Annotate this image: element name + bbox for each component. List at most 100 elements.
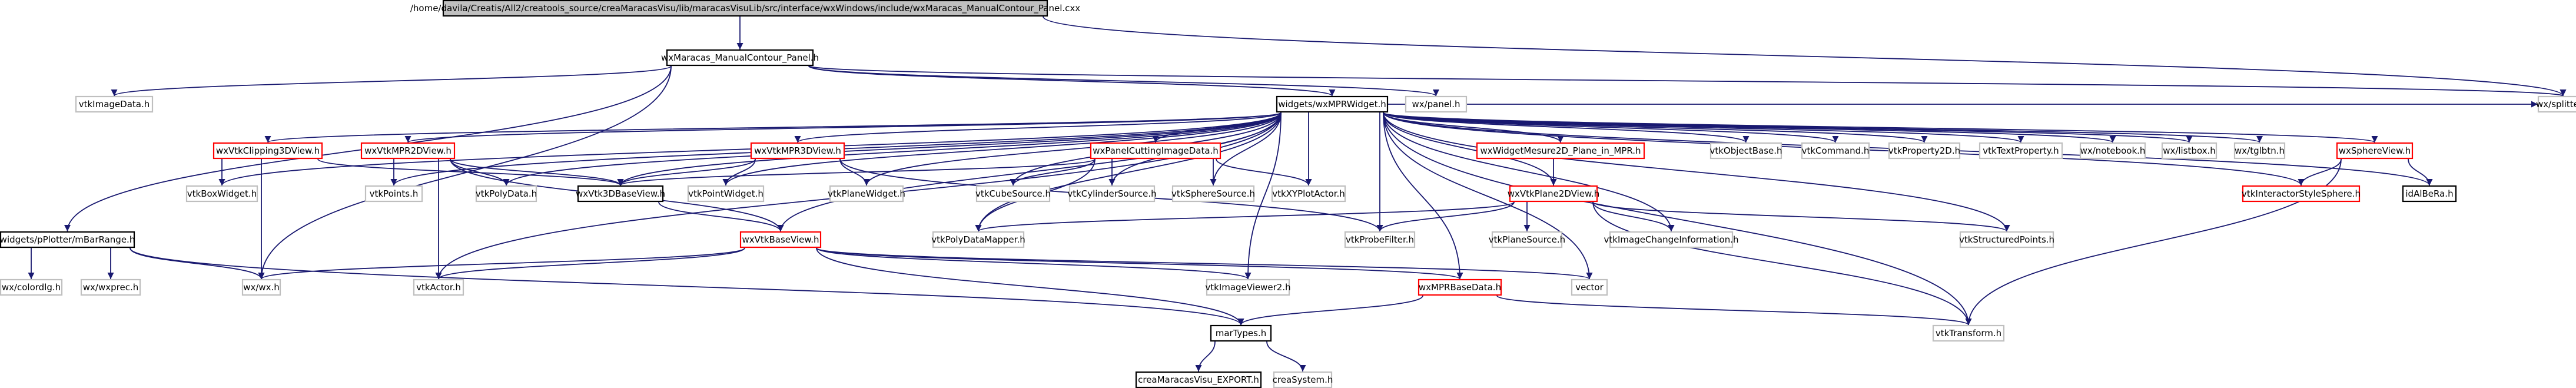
node-listbox[interactable]: wx/listbox.h [2161,142,2218,160]
node-box [475,185,537,203]
node-boxwidget[interactable]: vtkBoxWidget.h [185,185,258,203]
node-label: wxMPRBaseData.h [1419,282,1501,293]
node-cylsource[interactable]: vtkCylinderSource.h [1067,185,1157,203]
node-mcp[interactable]: wxMaracas_ManualContour_Panel.h [661,49,819,67]
node-cubesource[interactable]: vtkCubeSource.h [975,185,1051,203]
edge-plane2dview-to-structpoints [1592,201,2010,232]
node-idalbera[interactable]: idAlBeRa.h [2402,185,2457,203]
node-prop2d[interactable]: vtkProperty2D.h [1888,142,1960,160]
node-label: creaMaracasVisu_EXPORT.h [1138,374,1259,386]
node-xyplot[interactable]: vtkXYPlotActor.h [1271,185,1346,203]
edge-sphereview-to-interactorsph [2298,158,2342,186]
edge-mprwidget-to-vtkbaseview [777,112,1282,232]
node-label: wx/tglbtn.h [2235,145,2285,156]
node-command[interactable]: vtkCommand.h [1801,142,1870,160]
node-sphereview[interactable]: wxSphereView.h [2336,142,2414,160]
edge-mprwidget-to-mpr2d [405,112,1282,143]
node-points[interactable]: vtkPoints.h [364,185,423,203]
node-box [1709,142,1782,160]
node-mpr3d[interactable]: wxVtkMPR3DView.h [750,142,845,160]
edge-mprwidget-to-polydata [503,112,1282,186]
edge-mprbasedata-to-martypes [1237,295,1423,326]
node-polydata[interactable]: vtkPolyData.h [475,185,537,203]
node-pmbr[interactable]: widgets/pPlotter/mBarRange.h [0,231,135,248]
node-structpoints[interactable]: vtkStructuredPoints.h [1959,231,2054,248]
node-vtkactor[interactable]: vtkActor.h [413,278,464,296]
node-polydatamapper[interactable]: vtkPolyDataMapper.h [931,231,1025,248]
node-box [739,231,822,248]
node-wmes[interactable]: wxWidgetMesure2D_Plane_in_MPR.h [1476,142,1645,160]
node-objbase[interactable]: vtkObjectBase.h [1709,142,1782,160]
node-imgchange[interactable]: vtkImageChangeInformation.h [1604,231,1739,248]
edge-mprwidget-to-imgchange [1383,112,1675,232]
node-imgviewer2[interactable]: vtkImageViewer2.h [1205,278,1291,296]
node-label: vtkTransform.h [1936,328,2001,339]
node-export[interactable]: creaMaracasVisu_EXPORT.h [1135,371,1262,388]
edge-mcp-to-wxsplitter [808,65,2566,97]
edge-martypes-to-export [1195,341,1216,372]
edge-vtkbaseview-to-vtkactor [435,247,745,280]
node-martypes[interactable]: marTypes.h [1210,324,1272,342]
node-colordlg[interactable]: wx/colordlg.h [0,278,63,296]
node-vtkbaseview[interactable]: wxVtkBaseView.h [739,231,822,248]
node-pointwidget[interactable]: vtkPointWidget.h [687,185,765,203]
edge-mprwidget-to-vector [1383,112,1593,280]
edge-mprwidget-to-sphsource [1210,112,1282,186]
node-vector[interactable]: vector [1571,278,1608,296]
edge-mprwidget-to-objbase [1383,112,1750,143]
node-label: vtkCommand.h [1802,145,1870,156]
node-label: vtkPolyData.h [476,188,537,199]
node-wxprec[interactable]: wx/wxprec.h [80,278,141,296]
node-pcid[interactable]: wxPanelCuttingImageData.h [1090,142,1221,160]
edge-vtkbaseview-to-martypes [816,247,1244,326]
node-mprbasedata[interactable]: wxMPRBaseData.h [1418,278,1502,296]
node-wxsplitter[interactable]: wx/splitter.h [2536,95,2576,113]
node-label: creaSystem.h [1273,374,1333,385]
node-label: wx/notebook.h [2080,145,2146,156]
node-mpr2d[interactable]: wxVtkMPR2DView.h [360,142,456,160]
node-interactorsph[interactable]: vtkInteractorStyleSphere.h [2242,185,2361,203]
node-notebook[interactable]: wx/notebook.h [2079,142,2146,160]
node-box [932,231,1025,248]
node-label: marTypes.h [1216,328,1267,339]
node-sphsource[interactable]: vtkSphereSource.h [1171,185,1255,203]
node-wxwx[interactable]: wx/wx.h [241,278,281,296]
node-clip3d[interactable]: wxVtkClipping3DView.h [213,142,323,160]
node-label: wx/wx.h [243,282,280,293]
node-planewidget[interactable]: vtkPlaneWidget.h [828,185,905,203]
node-textprop[interactable]: vtkTextProperty.h [1979,142,2063,160]
node-transform[interactable]: vtkTransform.h [1932,324,2005,342]
node-label: wx/wxprec.h [83,282,138,293]
node-probefilter[interactable]: vtkProbeFilter.h [1344,231,1416,248]
node-label: vtkImageChangeInformation.h [1604,234,1739,245]
node-label: /home/davila/Creatis/All2/creatools_sour… [410,3,1080,14]
node-root[interactable]: /home/davila/Creatis/All2/creatools_sour… [410,0,1080,17]
node-box [2079,142,2146,160]
node-planesource[interactable]: vtkPlaneSource.h [1489,231,1565,248]
node-label: wxVtkBaseView.h [742,234,819,245]
node-label: vtkImageViewer2.h [1205,282,1290,293]
node-label: wxVtkClipping3DView.h [216,145,320,156]
node-box [1932,324,2005,342]
node-tglbtn[interactable]: wx/tglbtn.h [2233,142,2286,160]
edge-mprwidget-to-mprbasedata [1383,112,1463,280]
node-plane2dview[interactable]: wxVtkPlane2DView.h [1508,185,1599,203]
node-label: wxSphereView.h [2339,145,2411,156]
edge-v3dbase-to-vtkbaseview [658,201,784,232]
node-box [666,49,814,67]
edge-mprwidget-to-listbox [1383,112,2192,143]
node-creasystem[interactable]: creaSystem.h [1273,371,1333,388]
node-v3dbase[interactable]: wxVtk3DBaseView.h [576,185,665,203]
node-box [80,278,141,296]
node-box [2537,95,2576,113]
node-mprwidget[interactable]: widgets/wxMPRWidget.h [1276,95,1389,113]
node-imagedata[interactable]: vtkImageData.h [75,95,154,113]
node-label: idAlBeRa.h [2405,188,2453,199]
node-box [1801,142,1870,160]
node-box [1571,278,1608,296]
edge-mprwidget-to-polydatamapper [975,112,1282,232]
node-box [1271,185,1346,203]
node-wxpanel[interactable]: wx/panel.h [1405,95,1468,113]
edge-mprwidget-to-v3dbase [617,112,1282,186]
